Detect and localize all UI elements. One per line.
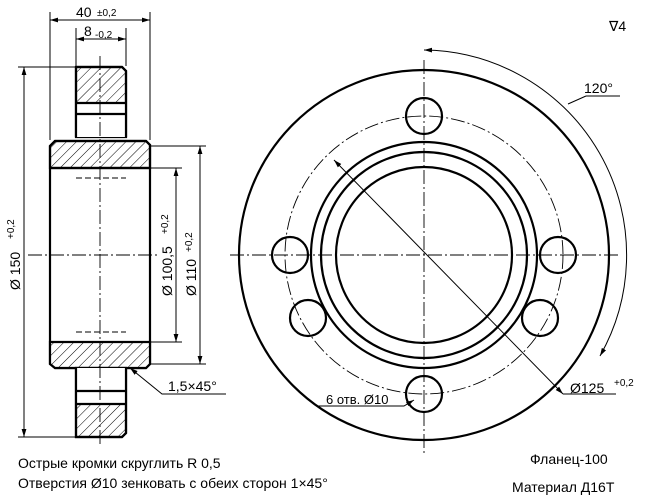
dia-recess-label: Ø 110: [183, 259, 199, 296]
front-view: Ø125 +0,2 120° 6 отв. Ø10: [230, 47, 634, 455]
dia-bore-tol: +0,2: [160, 214, 171, 234]
note-1: Острые кромки скруглить R 0,5: [18, 455, 221, 471]
dia-recess-tol: +0,2: [184, 232, 195, 252]
width-hub-label: 8: [84, 23, 92, 39]
width-main-tol: ±0,2: [97, 8, 117, 19]
dia-outer-tol: +0,2: [6, 219, 17, 239]
dia-bore-label: Ø 100,5: [159, 246, 175, 296]
chamfer-label: 1,5×45°: [168, 378, 217, 394]
bolt-hole: [270, 235, 310, 275]
width-main-label: 40: [76, 4, 92, 20]
part-name: Фланец-100: [530, 451, 608, 467]
roughness-symbol: ∇4: [608, 18, 626, 34]
pcd-tol: +0,2: [614, 378, 634, 389]
bolt-hole: [288, 298, 328, 338]
section-view: 40 ±0,2 8 -0,2 Ø 150 +0,2 Ø 100,5 +0,2 Ø…: [6, 4, 226, 445]
bolt-hole: [520, 298, 560, 338]
holes-label: 6 отв. Ø10: [326, 392, 388, 407]
note-2: Отверстия Ø10 зенковать с обеих сторон 1…: [18, 475, 328, 491]
dia-outer-label: Ø 150: [7, 252, 23, 290]
angle-label: 120°: [584, 80, 613, 96]
width-hub-tol: -0,2: [95, 30, 113, 41]
pcd-label: Ø125: [570, 380, 604, 396]
material: Материал Д16Т: [512, 479, 615, 495]
